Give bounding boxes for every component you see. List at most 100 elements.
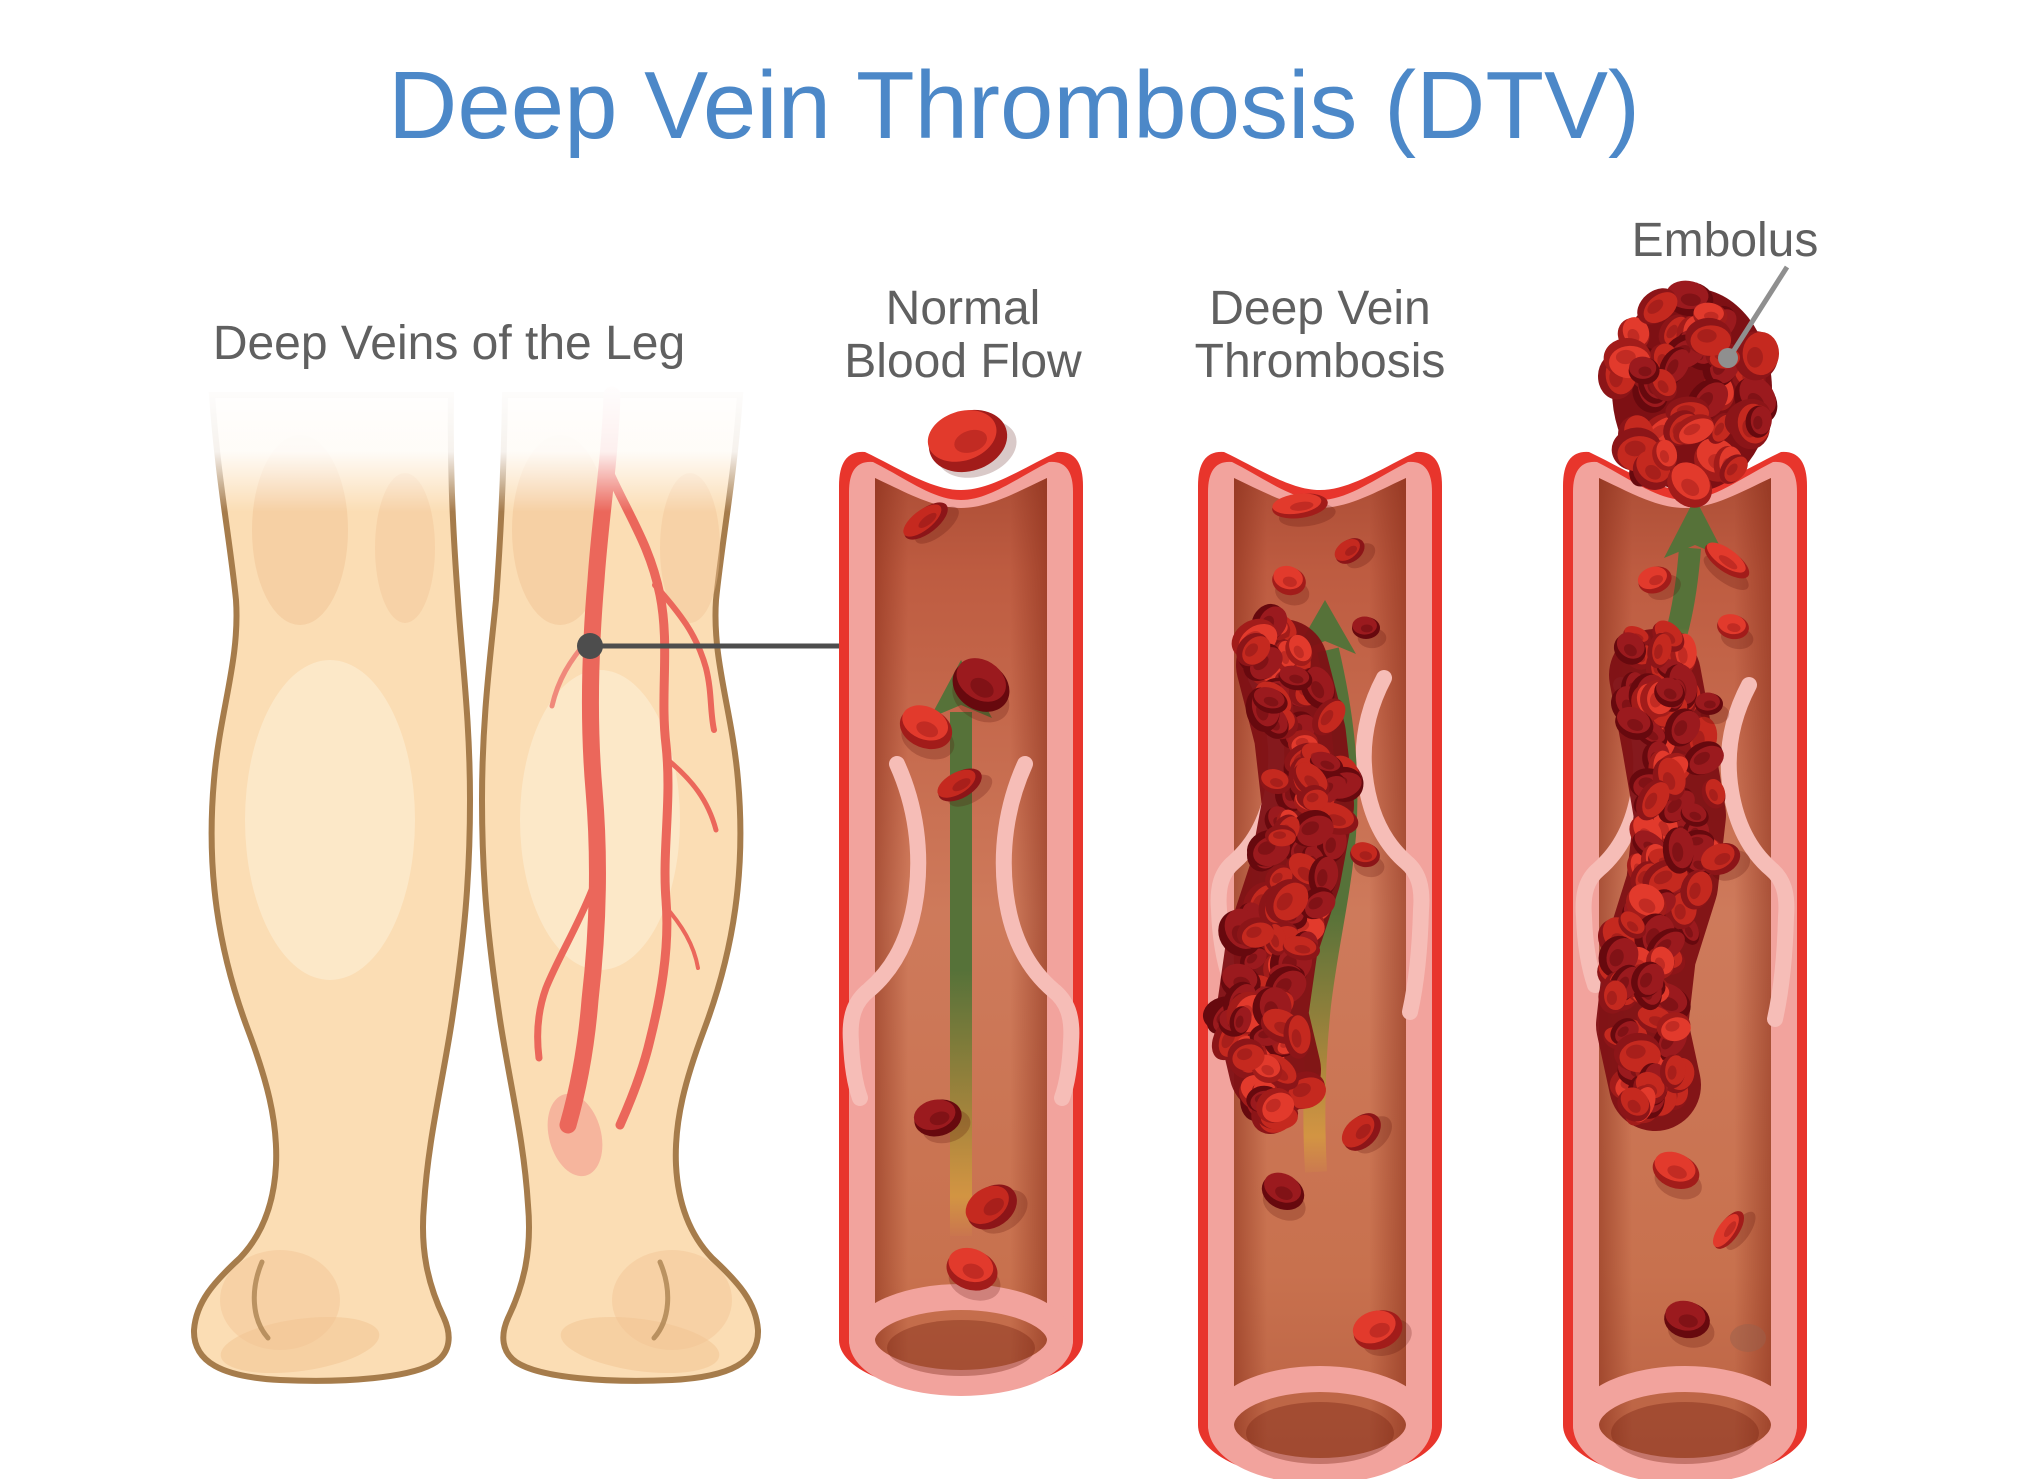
vein-bottom-rim bbox=[1208, 1366, 1432, 1479]
heel-crease bbox=[651, 1259, 671, 1341]
clot-cell bbox=[1618, 911, 1647, 939]
vein-bottom-rim bbox=[849, 1284, 1073, 1396]
blood-cell bbox=[965, 1184, 1028, 1234]
clot-cell bbox=[1227, 1038, 1265, 1071]
label-deep-vein-thrombosis: Deep Vein Thrombosis bbox=[1170, 282, 1470, 388]
clot-cell bbox=[1654, 677, 1686, 708]
blood-cell bbox=[1334, 538, 1376, 569]
blood-cell bbox=[1637, 566, 1681, 601]
heel-crease bbox=[251, 1259, 271, 1341]
blood-cell bbox=[1341, 1113, 1392, 1154]
legs-back-view bbox=[178, 378, 778, 1384]
clot-cell bbox=[1745, 405, 1772, 438]
blood-cell bbox=[1717, 614, 1754, 650]
skin-highlight bbox=[245, 660, 415, 980]
clot-cell bbox=[1701, 778, 1726, 809]
clot-cell bbox=[1662, 827, 1694, 874]
vein-valve-leaflet bbox=[995, 756, 1080, 1106]
clot-cell bbox=[1229, 1006, 1252, 1036]
leg-vein bbox=[662, 903, 700, 970]
clot-cell bbox=[1664, 708, 1701, 747]
blood-cell bbox=[1652, 1151, 1702, 1200]
label-normal-line2: Blood Flow bbox=[844, 335, 1082, 388]
clot-cell bbox=[1252, 687, 1288, 714]
blood-cell bbox=[1712, 1211, 1756, 1250]
thrombus-clot bbox=[1202, 603, 1364, 1135]
clot-cell bbox=[1615, 706, 1654, 740]
sole-shade bbox=[560, 1316, 720, 1374]
clot-cell bbox=[1290, 809, 1334, 847]
blood-cell bbox=[952, 658, 1010, 723]
pointer-dot bbox=[1718, 348, 1738, 368]
clot-cell bbox=[1285, 634, 1313, 667]
clot-cell bbox=[1667, 462, 1712, 508]
label-dvt-line1: Deep Vein bbox=[1209, 282, 1431, 335]
label-dvt-line2: Thrombosis bbox=[1194, 335, 1446, 388]
blood-cell bbox=[1352, 616, 1387, 649]
blood-cell bbox=[927, 409, 1017, 478]
clot-cell bbox=[1312, 698, 1346, 736]
leg-vein bbox=[665, 757, 719, 833]
clot-cell bbox=[1670, 633, 1697, 675]
connector-dot bbox=[577, 633, 603, 659]
clot-cell bbox=[1265, 879, 1309, 923]
clot-cell bbox=[1282, 936, 1321, 961]
leg-vein bbox=[652, 582, 717, 733]
clot-cell bbox=[1631, 961, 1665, 998]
clot-cell bbox=[1647, 633, 1672, 669]
clot-cell bbox=[1719, 454, 1748, 484]
blood-cell bbox=[913, 1099, 971, 1144]
thrombus-clot bbox=[1596, 620, 1726, 1131]
blood-cell bbox=[899, 705, 955, 760]
clot-cell bbox=[1660, 1054, 1686, 1089]
faded-cell bbox=[1730, 1324, 1766, 1352]
leg-vein bbox=[534, 886, 596, 1062]
vein-embolus bbox=[1563, 451, 1807, 1479]
blood-cell bbox=[1701, 842, 1751, 881]
leg-to-vein-connector bbox=[577, 633, 842, 659]
clot-cell bbox=[1283, 1015, 1311, 1059]
clot-cell bbox=[1652, 439, 1678, 471]
vein-bottom-shadow bbox=[887, 1320, 1035, 1376]
clot-cell bbox=[1683, 741, 1724, 776]
clot-cell bbox=[1617, 1087, 1651, 1122]
clot-cell bbox=[1260, 769, 1292, 795]
clot-cell bbox=[1635, 779, 1670, 821]
leg-vein bbox=[601, 460, 673, 1130]
blood-cell bbox=[1272, 565, 1310, 606]
vein-valve-leaflet bbox=[1355, 670, 1430, 1020]
vein-bottom-rim bbox=[1573, 1366, 1797, 1479]
leg-top-fade bbox=[178, 378, 778, 514]
blood-cell bbox=[937, 768, 993, 807]
blood-cell bbox=[1261, 1172, 1306, 1221]
vein-valve-leaflet bbox=[842, 756, 927, 1106]
clot-cell bbox=[1680, 803, 1709, 827]
clot-cell bbox=[1278, 665, 1313, 691]
clot-cell bbox=[1264, 825, 1296, 847]
ankle-blush bbox=[547, 1093, 603, 1177]
label-normal-blood-flow: Normal Blood Flow bbox=[813, 282, 1113, 388]
blood-cell bbox=[1272, 493, 1336, 527]
label-normal-line1: Normal bbox=[885, 282, 1041, 335]
clot-cell bbox=[1236, 632, 1271, 667]
clot-cell bbox=[1637, 288, 1678, 325]
blood-cell bbox=[903, 502, 959, 544]
clot-cell bbox=[1673, 414, 1714, 445]
blood-cell bbox=[1350, 842, 1385, 878]
label-deep-veins-of-the-leg: Deep Veins of the Leg bbox=[212, 317, 686, 370]
pointer-line bbox=[1728, 265, 1790, 357]
blood-cell bbox=[946, 1247, 1001, 1301]
clot-cell bbox=[1680, 870, 1713, 910]
embolus-clot bbox=[1597, 280, 1780, 508]
clot-cell bbox=[1628, 356, 1660, 385]
clot-cell bbox=[1308, 856, 1339, 898]
clot-cell bbox=[1598, 980, 1628, 1014]
blood-cell bbox=[1352, 1310, 1412, 1356]
blood-cell bbox=[1664, 1300, 1715, 1348]
vein-bottom-shadow bbox=[1611, 1402, 1759, 1464]
vein-normal-blood-flow bbox=[839, 409, 1083, 1396]
vein-deep-vein-thrombosis bbox=[1198, 451, 1442, 1479]
blood-cell bbox=[1703, 542, 1750, 590]
clot-cell bbox=[1256, 1087, 1295, 1123]
